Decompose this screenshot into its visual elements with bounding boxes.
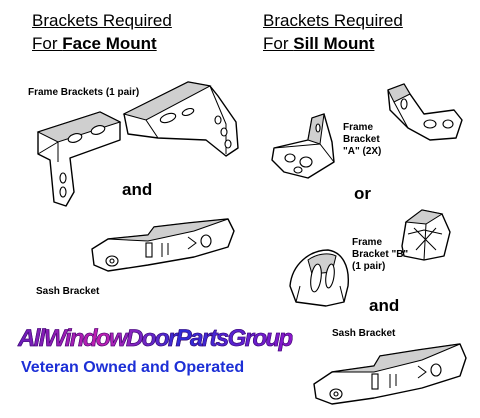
company-logo: AllWindowDoorPartsGroup xyxy=(18,325,294,353)
frame-bracket-a-image-1 xyxy=(387,83,463,141)
frame-bracket-b-label-line3: (1 pair) xyxy=(352,261,386,272)
frame-bracket-right-image xyxy=(122,81,239,157)
company-tagline: Veteran Owned and Operated xyxy=(21,359,245,376)
frame-bracket-a-label-line2: Bracket xyxy=(343,134,380,145)
face-mount-and-text: and xyxy=(122,180,153,199)
sash-bracket-sill-image xyxy=(313,343,467,405)
sill-mount-heading-line2: For Sill Mount xyxy=(263,34,375,53)
frame-bracket-left-image xyxy=(36,111,122,207)
frame-bracket-b-label-line2: Bracket "B" xyxy=(352,249,409,260)
frame-bracket-b-label-line1: Frame xyxy=(352,237,383,248)
sill-mount-sash-bracket-label: Sash Bracket xyxy=(332,328,396,339)
sash-bracket-face-image xyxy=(91,218,235,272)
frame-bracket-b-image-1 xyxy=(401,209,451,261)
sill-mount-or-text: or xyxy=(354,184,371,203)
face-mount-heading-line2: For Face Mount xyxy=(32,34,157,53)
frame-bracket-b-image-2 xyxy=(289,249,349,307)
sill-mount-heading-line1: Brackets Required xyxy=(263,11,403,30)
frame-brackets-label: Frame Brackets (1 pair) xyxy=(28,87,140,98)
frame-bracket-a-label-line1: Frame xyxy=(343,122,374,133)
sill-mount-and-text: and xyxy=(369,296,400,315)
face-mount-heading-line1: Brackets Required xyxy=(32,11,172,30)
frame-bracket-a-label-line3: "A" (2X) xyxy=(343,146,382,157)
frame-bracket-a-image-2 xyxy=(271,113,335,179)
face-mount-sash-bracket-label: Sash Bracket xyxy=(36,286,100,297)
